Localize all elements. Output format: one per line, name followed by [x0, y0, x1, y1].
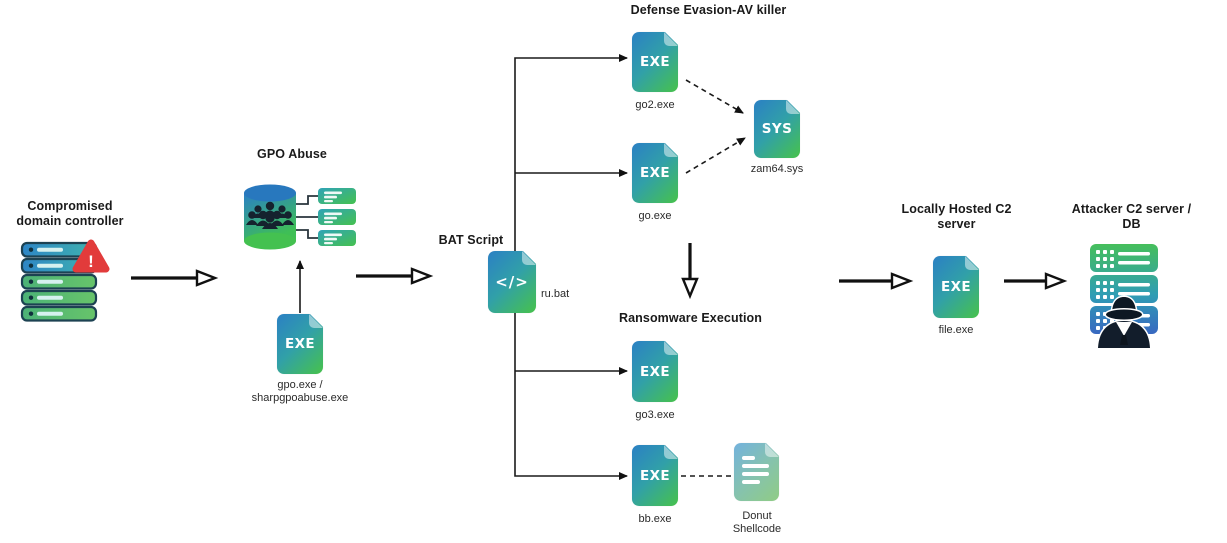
- attacker-server-icon: [1090, 244, 1158, 348]
- go-exe-file-icon: EXE: [632, 142, 679, 203]
- label-ru-bat: ru.bat: [541, 288, 570, 300]
- warning-triangle-icon: !: [72, 239, 110, 273]
- spy-icon: [1096, 295, 1152, 348]
- code-badge: </>: [495, 273, 529, 291]
- label-bb-exe: bb.exe: [638, 513, 672, 525]
- label-donut-shellcode: Donut Shellcode: [732, 510, 782, 536]
- label-zam64-sys: zam64.sys: [750, 163, 804, 175]
- dashed-arrows: [681, 79, 746, 477]
- title-defense-evasion: Defense Evasion-AV killer: [630, 3, 787, 17]
- exe-badge: EXE: [284, 336, 316, 352]
- dashed-go2-to-sys: [685, 79, 744, 114]
- bat-branch-tree: [296, 54, 628, 480]
- exe-badge: EXE: [639, 467, 671, 484]
- label-go2-exe: go2.exe: [635, 99, 675, 111]
- title-compromised-dc: Compromised domain controller: [16, 199, 124, 228]
- warning-exclamation: !: [88, 252, 94, 271]
- file-exe-file-icon: EXE: [933, 255, 980, 318]
- gpo-exe-file-icon: EXE: [277, 313, 324, 374]
- title-attacker-c2: Attacker C2 server / DB: [1071, 202, 1192, 231]
- dashed-go-to-sys: [685, 137, 746, 174]
- title-local-c2: Locally Hosted C2 server: [901, 202, 1012, 231]
- title-ransomware-execution: Ransomware Execution: [618, 311, 762, 325]
- label-file-exe: file.exe: [938, 324, 974, 336]
- label-gpo-exe: gpo.exe / sharpgpoabuse.exe: [251, 379, 349, 405]
- exe-badge: EXE: [940, 279, 972, 295]
- sys-badge: SYS: [761, 121, 793, 137]
- branch-to-bb: [514, 313, 628, 480]
- group-policy-icon: [244, 184, 356, 250]
- server-stack-icon: !: [20, 239, 110, 322]
- label-go3-exe: go3.exe: [635, 409, 675, 421]
- title-bat-script: BAT Script: [438, 233, 504, 247]
- exe-badge: EXE: [639, 54, 671, 70]
- exe-badge: EXE: [639, 165, 671, 181]
- bb-exe-file-icon: EXE: [632, 444, 679, 506]
- branch-to-go2: [514, 54, 628, 251]
- go3-exe-file-icon: EXE: [632, 340, 679, 402]
- bat-script-file-icon: </>: [488, 250, 537, 313]
- exe-badge: EXE: [639, 363, 671, 380]
- go2-exe-file-icon: EXE: [632, 31, 679, 92]
- document-lines-icon: [742, 456, 771, 484]
- label-go-exe: go.exe: [638, 210, 672, 222]
- title-gpo-abuse: GPO Abuse: [257, 147, 327, 161]
- donut-shellcode-doc-icon: [734, 442, 780, 501]
- sys-driver-file-icon: SYS: [754, 99, 801, 158]
- people-group-icon: [246, 201, 294, 229]
